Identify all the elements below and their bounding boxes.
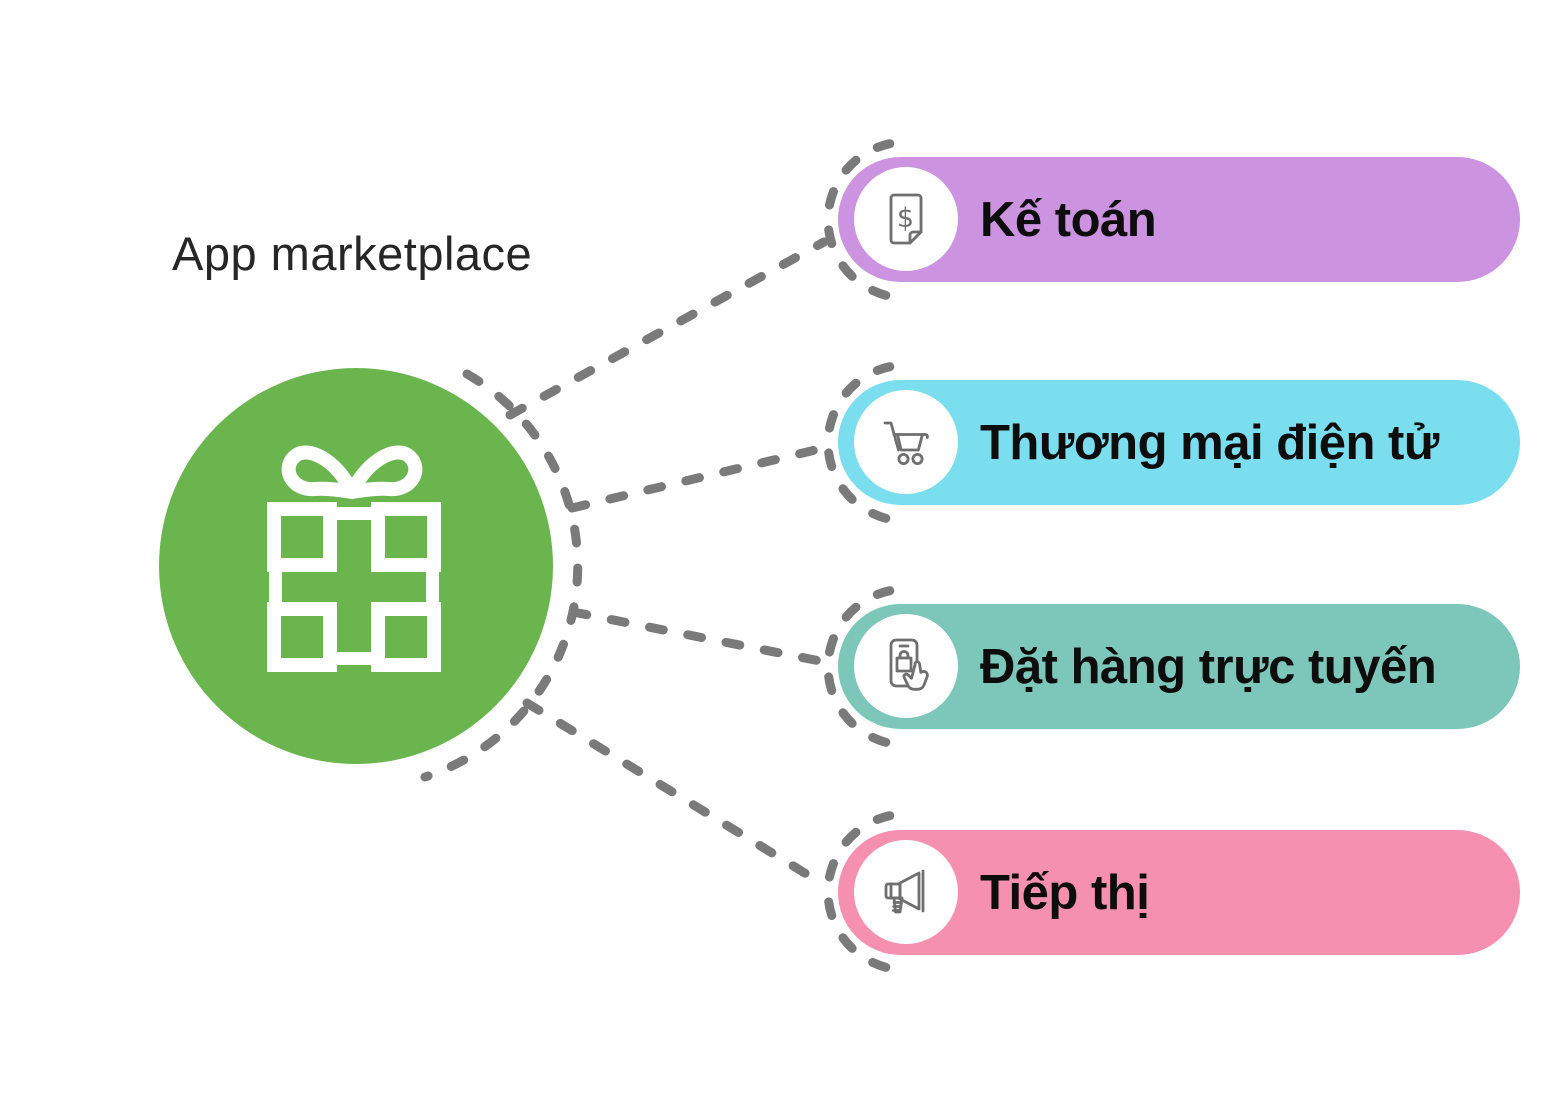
pill-label: Thương mại điện tử <box>980 415 1439 470</box>
category-pill-online-ordering: Đặt hàng trực tuyến <box>838 604 1520 729</box>
megaphone-icon <box>884 869 925 914</box>
category-pill-accounting: $ Kế toán <box>838 157 1520 282</box>
app-marketplace-hub <box>159 368 553 764</box>
icon-circle <box>854 614 958 718</box>
dashed-line-accounting <box>505 237 829 420</box>
icon-circle: $ <box>854 167 958 271</box>
pill-label: Kế toán <box>980 192 1157 247</box>
dashed-line-ecommerce <box>567 443 829 513</box>
page-title: App marketplace <box>172 227 533 280</box>
mobile-order-icon <box>889 638 929 691</box>
pill-label: Tiếp thị <box>980 865 1150 920</box>
dashed-line-ordering <box>568 607 830 667</box>
gift-icon <box>267 445 441 672</box>
icon-circle <box>854 840 958 944</box>
shopping-cart-icon <box>883 421 929 466</box>
category-pill-marketing: Tiếp thị <box>838 830 1520 955</box>
dashed-line-marketing <box>522 698 831 891</box>
icon-circle <box>854 390 958 494</box>
category-pill-ecommerce: Thương mại điện tử <box>838 380 1520 505</box>
dollar-invoice-icon: $ <box>889 193 923 245</box>
pill-label: Đặt hàng trực tuyến <box>980 639 1437 694</box>
svg-text:$: $ <box>897 203 914 234</box>
